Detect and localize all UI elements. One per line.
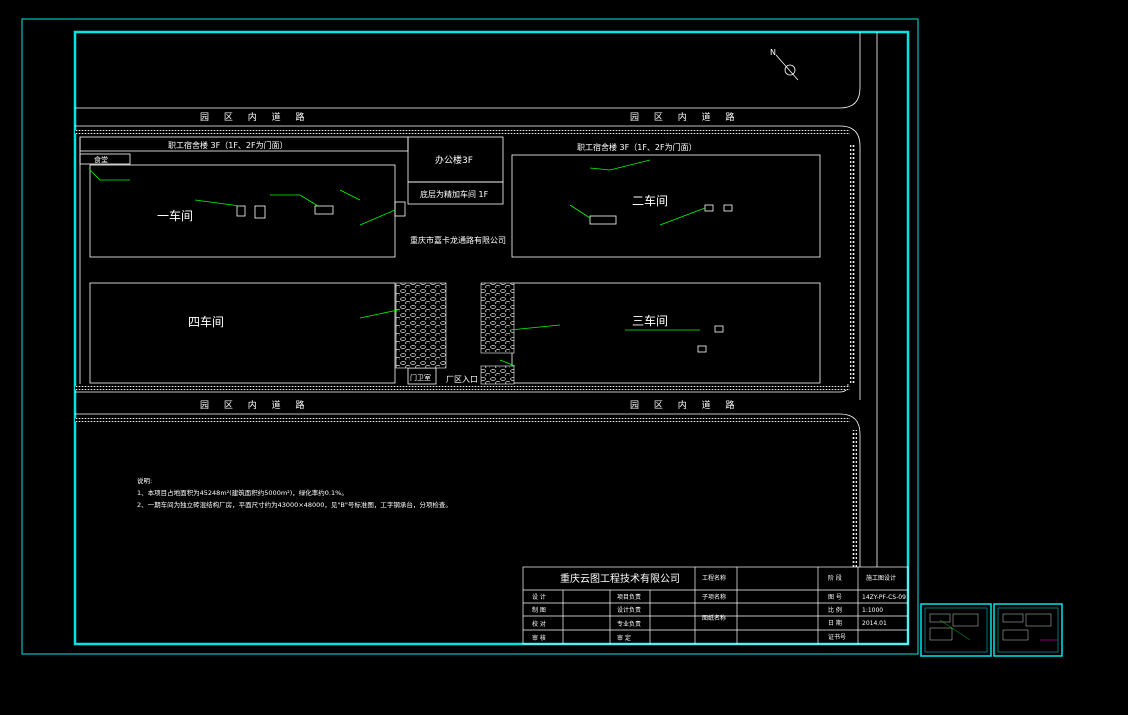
road-label-top-left: 园 区 内 道 路	[200, 111, 310, 123]
office-sub-label: 底层为精加车间 1F	[420, 189, 489, 199]
title-block-cert-label: 证书号	[828, 633, 846, 641]
notes-line-1: 1、本项目占地面积为45248m²(建筑面积约5000m²)，绿化率约0.1%。	[137, 488, 348, 497]
gate-house-label: 门卫室	[410, 373, 431, 382]
building-office-sub	[407, 181, 504, 205]
title-block-company: 重庆云图工程技术有限公司	[560, 572, 680, 585]
title-block-row-role: 制 图	[532, 606, 546, 614]
title-block-no-value: 14ZY-PF-CS-09	[862, 594, 906, 601]
building-hall-4	[89, 282, 396, 384]
drawing-border	[73, 30, 910, 646]
kerb-lower-right	[852, 430, 857, 567]
title-block-no-label: 图 号	[828, 594, 842, 601]
sheet-thumbnail-1[interactable]	[920, 603, 992, 657]
hall-1-label: 一车间	[157, 208, 193, 223]
dorm-left-label: 职工宿舍楼 3F（1F、2F为门面）	[168, 140, 288, 150]
title-block-row-role2: 专业负责	[617, 620, 641, 628]
green-area-left	[395, 282, 447, 369]
title-block-drawing-label: 图纸名称	[702, 614, 726, 622]
title-block-row-role2: 项目负责	[617, 593, 641, 601]
hall-3-label: 三车间	[632, 313, 668, 328]
kerb-lower	[75, 418, 850, 422]
kerb-right	[850, 145, 855, 385]
title-block-row-role: 审 核	[532, 634, 546, 642]
building-hall-2	[511, 154, 821, 258]
green-area-entrance	[480, 365, 515, 385]
sheet-thumbnail-2[interactable]	[993, 603, 1063, 657]
building-hall-3	[511, 282, 821, 384]
north-label: N	[770, 48, 776, 57]
title-block-row-role: 校 对	[532, 620, 546, 628]
road-top	[75, 32, 878, 567]
dorm-right-label: 职工宿舍楼 3F（1F、2F为门面）	[577, 142, 697, 152]
notes-title: 说明:	[137, 476, 152, 485]
title-block-scale-label: 比 例	[828, 606, 842, 614]
office-label: 办公楼3F	[435, 154, 473, 166]
title-block-stage-label: 阶 段	[828, 574, 842, 582]
title-block-rows: 设 计 项目负责 制 图 设计负责 校 对 专业负责 审 核 审 定	[532, 593, 641, 642]
kerb-top	[75, 130, 850, 134]
north-arrow-icon: N	[770, 48, 799, 81]
green-area-right	[480, 282, 515, 354]
title-block-date-value: 2014.01	[862, 620, 887, 627]
title-block-scale-value: 1:1000	[862, 607, 883, 614]
title-block-project-label: 工程名称	[702, 574, 726, 582]
equipment-markers	[236, 201, 733, 353]
title-block-sub-label: 子项名称	[702, 593, 726, 601]
title-block-row-role: 设 计	[532, 593, 546, 601]
title-block-stage-value: 施工图设计	[866, 574, 896, 582]
company-label: 重庆市嘉卡龙通路有限公司	[410, 235, 506, 245]
road-label-bottom-right: 园 区 内 道 路	[630, 399, 740, 411]
title-block-date-label: 日 期	[828, 619, 842, 627]
hall-2-label: 二车间	[632, 193, 668, 208]
building-hall-1	[89, 164, 396, 258]
road-label-top-right: 园 区 内 道 路	[630, 111, 740, 123]
canteen-label: 食堂	[94, 155, 108, 164]
notes-line-2: 2、一期车间为独立砖混结构厂房，平面尺寸约为43000×48000，见"B"号标…	[137, 500, 452, 509]
title-block-row-role2: 审 定	[617, 634, 631, 642]
callout-lines	[89, 159, 706, 367]
hall-4-label: 四车间	[188, 314, 224, 329]
kerb-bottom	[75, 386, 850, 390]
entrance-label: 厂区入口	[446, 375, 478, 384]
title-block-row-role2: 设计负责	[617, 606, 641, 614]
outer-sheet-border	[21, 18, 919, 655]
road-label-bottom-left: 园 区 内 道 路	[200, 399, 310, 411]
title-block	[522, 566, 909, 645]
